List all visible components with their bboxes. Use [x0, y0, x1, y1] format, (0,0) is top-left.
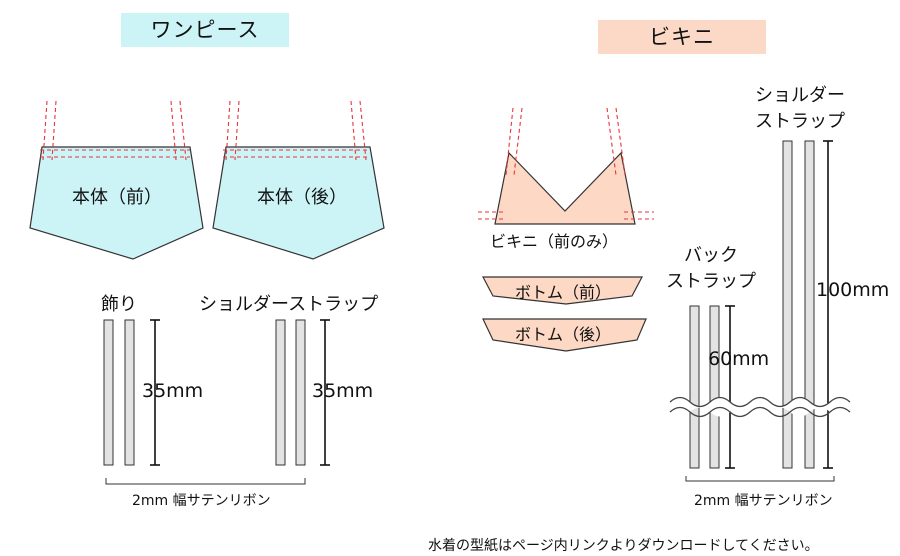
bikini-back-strap-2: [709, 305, 720, 469]
bikini-back-strap-label-line1: バック: [684, 245, 738, 266]
onepiece-shoulder-strap-1: [275, 319, 286, 466]
bikini-back-strap-1: [689, 305, 700, 469]
bikini-bottom-front-label: ボトム（前）: [515, 283, 612, 302]
bikini-top-front-label: ビキニ（前のみ）: [490, 232, 619, 251]
onepiece-trim-dimension: [150, 319, 160, 466]
onepiece-body-back: [212, 100, 385, 260]
onepiece-trim-strap-2: [124, 319, 135, 466]
onepiece-ribbon-note: 2mm 幅サテンリボン: [132, 493, 271, 509]
bikini-bottom-back: [482, 318, 647, 352]
bikini-bottom-back-label: ボトム（後）: [515, 325, 612, 344]
bikini-shoulder-strap-label-line1: ショルダー: [755, 85, 845, 106]
onepiece-strap-dimension: [320, 319, 330, 466]
onepiece-body-front-label: 本体（前）: [72, 187, 162, 208]
onepiece-title: ワンピース: [121, 13, 289, 47]
onepiece-ribbon-bracket: [105, 478, 306, 485]
bikini-ribbon-note: 2mm 幅サテンリボン: [694, 493, 833, 509]
onepiece-shoulder-strap-2: [295, 319, 306, 466]
bikini-shoulder-strap-2: [804, 140, 815, 469]
bikini-shoulder-strap-dimension: [823, 140, 833, 469]
bikini-shoulder-strap-label-line2: ストラップ: [755, 111, 845, 132]
onepiece-strap-length: 35mm: [312, 380, 374, 402]
onepiece-trim-length: 35mm: [142, 380, 204, 402]
onepiece-shoulder-strap-label: ショルダーストラップ: [199, 294, 379, 315]
strap-break-wave: [669, 396, 851, 418]
onepiece-body-front: [29, 100, 204, 260]
bikini-bottom-front: [482, 276, 643, 305]
bikini-back-strap-label-line2: ストラップ: [666, 271, 756, 292]
onepiece-trim-label: 飾り: [101, 294, 137, 315]
bikini-shoulder-strap-label: ショルダー ストラップ: [744, 83, 856, 135]
bikini-title: ビキニ: [598, 20, 766, 54]
bikini-top-front: [478, 107, 654, 225]
bikini-back-strap-label: バック ストラップ: [656, 243, 766, 295]
bikini-shoulder-strap-1: [782, 140, 793, 469]
bikini-shoulder-strap-length: 100mm: [816, 279, 890, 301]
onepiece-trim-strap-1: [103, 319, 114, 466]
bikini-back-strap-length: 60mm: [708, 348, 770, 370]
bikini-ribbon-bracket: [685, 476, 835, 482]
download-note: 水着の型紙はページ内リンクよりダウンロードしてください。: [428, 538, 819, 554]
onepiece-body-back-label: 本体（後）: [257, 187, 347, 208]
bikini-back-strap-dimension: [725, 305, 735, 469]
